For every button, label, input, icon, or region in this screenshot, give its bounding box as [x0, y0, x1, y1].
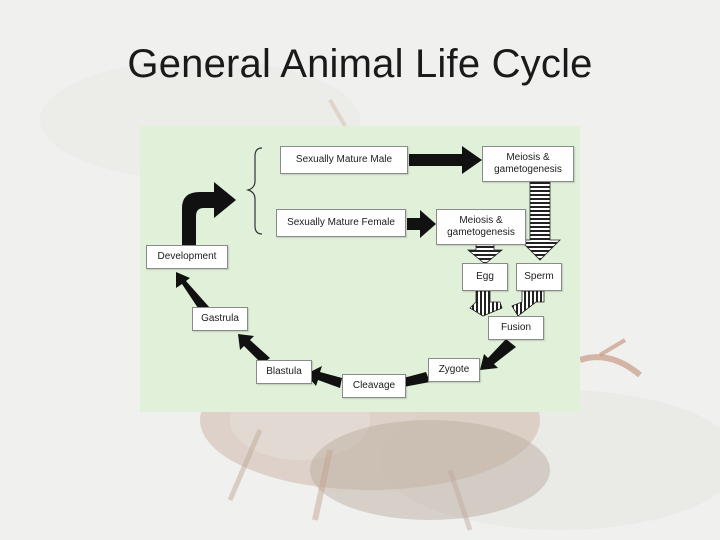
arrow-meiosis-sperm — [520, 182, 560, 260]
brace-icon — [248, 148, 262, 234]
node-fusion: Fusion — [488, 316, 544, 340]
node-development: Development — [146, 245, 228, 269]
node-zygote: Zygote — [428, 358, 480, 382]
arrow-egg-fusion — [470, 291, 502, 316]
slide-title: General Animal Life Cycle — [0, 42, 720, 87]
node-egg: Egg — [462, 263, 508, 291]
node-sexually-mature-female: Sexually Mature Female — [276, 209, 406, 237]
node-sperm: Sperm — [516, 263, 562, 291]
arrow-male-meiosis — [409, 146, 482, 174]
arrow-sperm-fusion — [512, 291, 544, 316]
node-sexually-mature-male: Sexually Mature Male — [280, 146, 408, 174]
arrow-development-adults — [182, 182, 236, 246]
node-meiosis-male: Meiosis & gametogenesis — [482, 146, 574, 182]
node-cleavage: Cleavage — [342, 374, 406, 398]
arrow-fusion-zygote — [480, 339, 516, 370]
node-meiosis-female: Meiosis & gametogenesis — [436, 209, 526, 245]
node-blastula: Blastula — [256, 360, 312, 384]
node-gastrula: Gastrula — [192, 307, 248, 331]
arrow-female-meiosis — [407, 210, 436, 238]
